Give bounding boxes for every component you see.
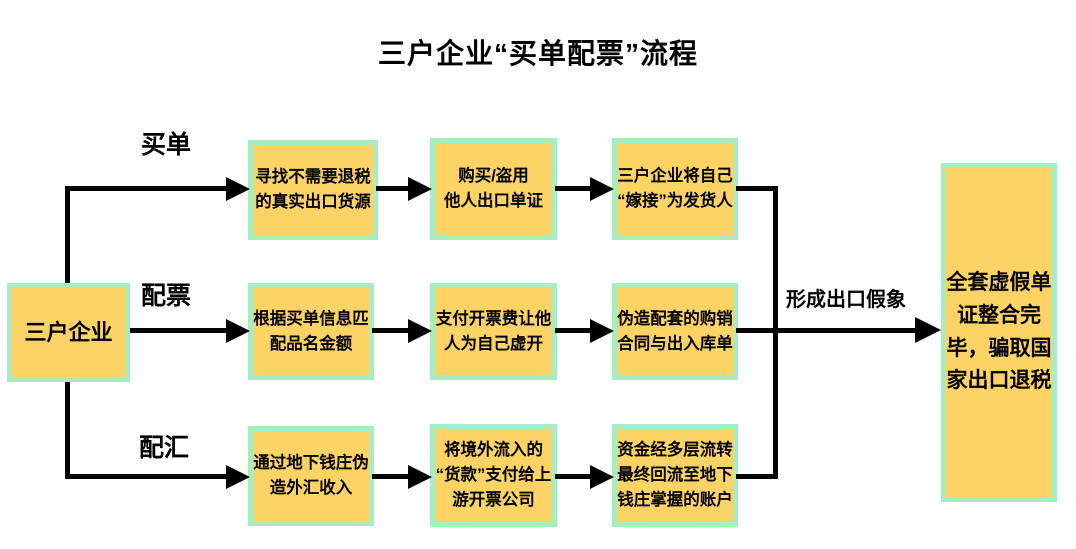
node-step-1-3: 三户企业将自己 “嫁接”为发货人	[612, 138, 738, 240]
node-step-2-1: 根据买单信息匹 配品名金额	[248, 283, 374, 380]
connector-r3-s1-s2-line	[372, 474, 410, 479]
arrowhead-r3-s2-s3-icon	[590, 465, 614, 489]
arrowhead-branch2-icon	[226, 319, 250, 343]
connector-r3-s2-s3-line	[555, 474, 592, 479]
connector-r3-merge-line	[736, 474, 778, 479]
node-step-1-1: 寻找不需要退税 的真实出口货源	[248, 140, 378, 240]
merge-label-fake-export: 形成出口假象	[786, 289, 906, 311]
node-result-tax-fraud: 全套虚假单 证整合完 毕，骗取国 家出口退税	[941, 163, 1057, 502]
node-step-3-3: 资金经多层流转 最终回流至地下 钱庄掌握的账户	[612, 424, 738, 527]
branch-label-match-invoice: 配票	[141, 282, 192, 310]
arrowhead-r1-s2-s3-icon	[590, 177, 614, 201]
arrowhead-result-icon	[915, 317, 941, 343]
branch-label-match-forex: 配汇	[139, 434, 190, 462]
connector-r2-s2-s3-line	[555, 328, 592, 333]
branch-label-buy-order: 买单	[141, 131, 192, 159]
node-step-3-1: 通过地下钱庄伪 造外汇收入	[248, 426, 374, 526]
node-step-3-2: 将境外流入的 “货款”支付给上 游开票公司	[430, 424, 557, 527]
connector-r1-s1-s2-line	[376, 186, 410, 191]
connector-r2-s1-s2-line	[372, 328, 410, 333]
node-step-2-2: 支付开票费让他 人为自己虚开	[430, 283, 557, 380]
connector-branch1-line	[65, 186, 228, 191]
connector-r1-s2-s3-line	[555, 186, 592, 191]
arrowhead-branch1-icon	[226, 177, 250, 201]
connector-r1-merge-line	[736, 186, 778, 191]
node-step-2-3: 伪造配套的购销 合同与出入库单	[612, 283, 738, 380]
chart-title: 三户企业“买单配票”流程	[377, 38, 698, 69]
arrowhead-branch3-icon	[226, 465, 250, 489]
node-step-1-2: 购买/盗用 他人出口单证	[430, 138, 557, 240]
arrowhead-r2-s2-s3-icon	[590, 319, 614, 343]
connector-merge-result-line	[736, 328, 917, 333]
connector-branch3-line	[65, 474, 228, 479]
connector-branch2-line	[130, 328, 228, 333]
connector-left-vertical-up	[65, 186, 70, 283]
arrowhead-r3-s1-s2-icon	[408, 465, 432, 489]
connector-left-vertical-down	[65, 382, 70, 477]
arrowhead-r1-s1-s2-icon	[408, 177, 432, 201]
node-source-company: 三户企业	[7, 283, 130, 382]
arrowhead-r2-s1-s2-icon	[408, 319, 432, 343]
